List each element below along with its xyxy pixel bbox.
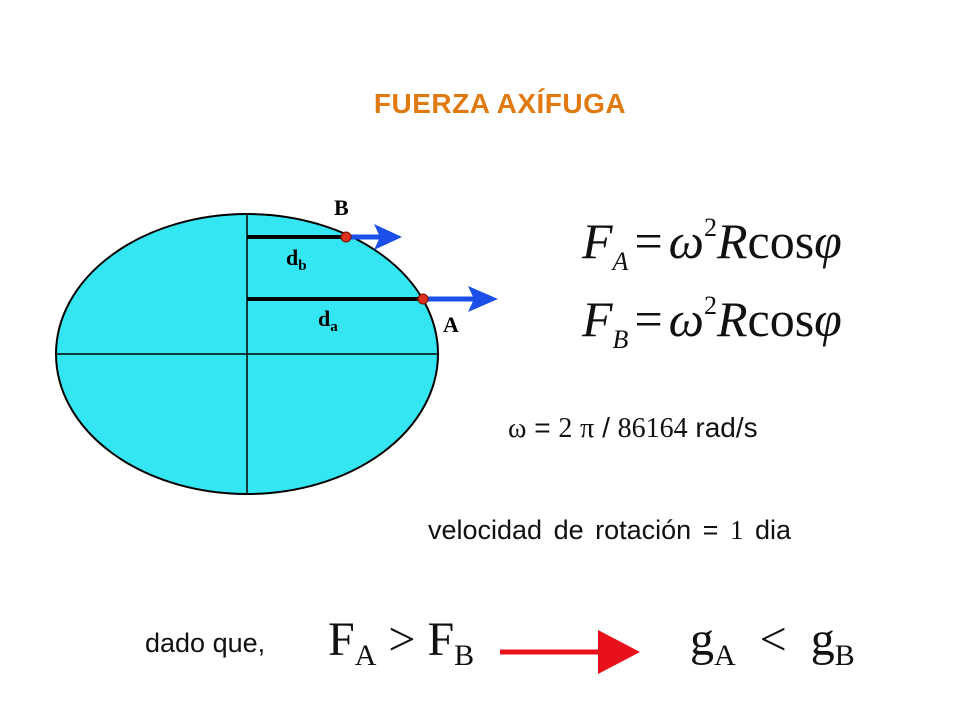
label-a: A: [443, 312, 459, 337]
angular-velocity-text: ω = 2 π / 86164 rad/s: [508, 412, 758, 444]
point-b: [340, 231, 352, 243]
rotation-speed-text: velocidad de rotación = 1 dia: [428, 515, 791, 545]
label-db: db: [286, 245, 307, 274]
page-title: FUERZA AXÍFUGA: [373, 88, 627, 119]
arrow-a: [423, 286, 498, 312]
implication-arrow: [500, 630, 640, 674]
conclusion-prefix: dado que,: [145, 628, 266, 658]
formula-fa: FA=ω2Rcosφ: [582, 213, 842, 276]
point-a: [417, 293, 429, 305]
arrow-b: [346, 224, 402, 250]
force-comparison: FA > FB: [328, 613, 475, 672]
gravity-comparison: gA < gB: [690, 613, 855, 672]
label-da: da: [318, 306, 338, 335]
label-b: B: [334, 195, 349, 220]
formula-fb: FB=ω2Rcosφ: [582, 291, 842, 354]
